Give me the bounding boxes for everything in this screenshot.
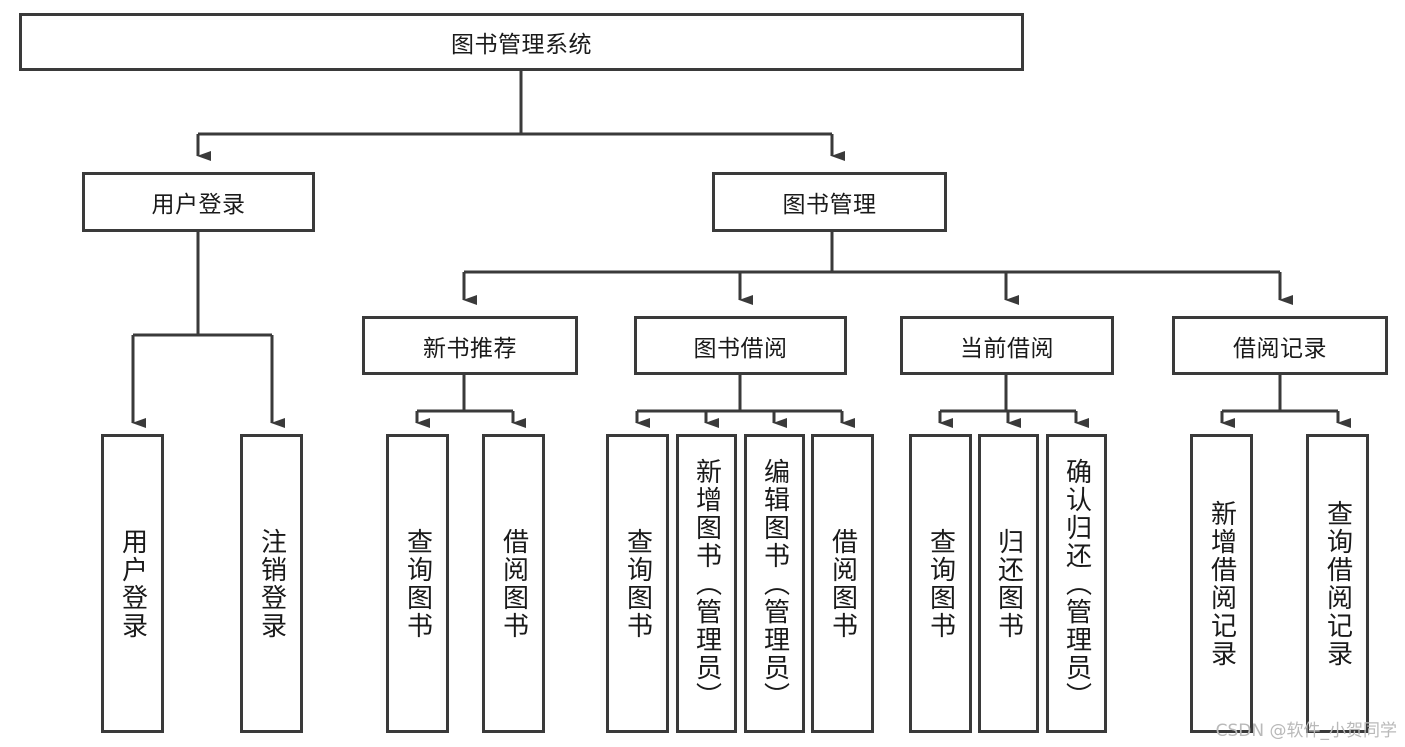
node-current-borrow[interactable]: 当前借阅 <box>900 316 1114 375</box>
node-leaf-borrow-book-1[interactable]: 借阅图书 <box>482 434 545 733</box>
node-leaf-add-record-label: 新增借阅记录 <box>1206 499 1237 668</box>
node-book-borrow[interactable]: 图书借阅 <box>634 316 847 375</box>
node-leaf-user-login-label: 用户登录 <box>117 527 148 640</box>
node-leaf-borrow-book-2-label: 借阅图书 <box>827 527 858 640</box>
node-borrow-record-label: 借阅记录 <box>1233 335 1327 362</box>
node-leaf-query-book-1-label: 查询图书 <box>402 527 433 640</box>
node-leaf-add-book[interactable]: 新增图书（管理员） <box>676 434 737 733</box>
node-leaf-user-login[interactable]: 用户登录 <box>101 434 164 733</box>
csdn-watermark: CSDN @软件_小贺同学 <box>1215 721 1397 741</box>
node-new-book-recommend[interactable]: 新书推荐 <box>362 316 578 375</box>
node-root-system[interactable]: 图书管理系统 <box>19 13 1024 71</box>
node-leaf-logout-login-label: 注销登录 <box>256 527 287 640</box>
node-leaf-logout-login[interactable]: 注销登录 <box>240 434 303 733</box>
node-leaf-edit-book-label: 编辑图书（管理员） <box>759 457 790 710</box>
node-leaf-edit-book[interactable]: 编辑图书（管理员） <box>744 434 805 733</box>
node-user-login-label: 用户登录 <box>151 192 246 218</box>
node-book-borrow-label: 图书借阅 <box>693 335 788 362</box>
node-leaf-query-record-label: 查询借阅记录 <box>1322 499 1353 668</box>
node-leaf-borrow-book-2[interactable]: 借阅图书 <box>811 434 874 733</box>
node-leaf-add-record[interactable]: 新增借阅记录 <box>1190 434 1253 733</box>
node-leaf-return-book[interactable]: 归还图书 <box>978 434 1039 733</box>
node-leaf-return-book-label: 归还图书 <box>993 527 1024 640</box>
node-leaf-query-book-1[interactable]: 查询图书 <box>386 434 449 733</box>
node-root-label: 图书管理系统 <box>451 32 592 58</box>
node-leaf-query-record[interactable]: 查询借阅记录 <box>1306 434 1369 733</box>
node-leaf-borrow-book-1-label: 借阅图书 <box>498 527 529 640</box>
node-leaf-query-book-3-label: 查询图书 <box>925 527 956 640</box>
node-leaf-add-book-label: 新增图书（管理员） <box>691 457 722 710</box>
node-leaf-query-book-2-label: 查询图书 <box>622 527 653 640</box>
node-book-manage-label: 图书管理 <box>782 192 877 218</box>
node-book-manage[interactable]: 图书管理 <box>712 172 947 232</box>
node-leaf-confirm-return[interactable]: 确认归还（管理员） <box>1046 434 1107 733</box>
node-leaf-query-book-3[interactable]: 查询图书 <box>909 434 972 733</box>
node-leaf-confirm-return-label: 确认归还（管理员） <box>1061 457 1092 710</box>
node-current-borrow-label: 当前借阅 <box>960 335 1054 362</box>
node-borrow-record[interactable]: 借阅记录 <box>1172 316 1388 375</box>
node-user-login[interactable]: 用户登录 <box>82 172 315 232</box>
node-leaf-query-book-2[interactable]: 查询图书 <box>606 434 669 733</box>
node-new-book-recommend-label: 新书推荐 <box>423 335 517 362</box>
